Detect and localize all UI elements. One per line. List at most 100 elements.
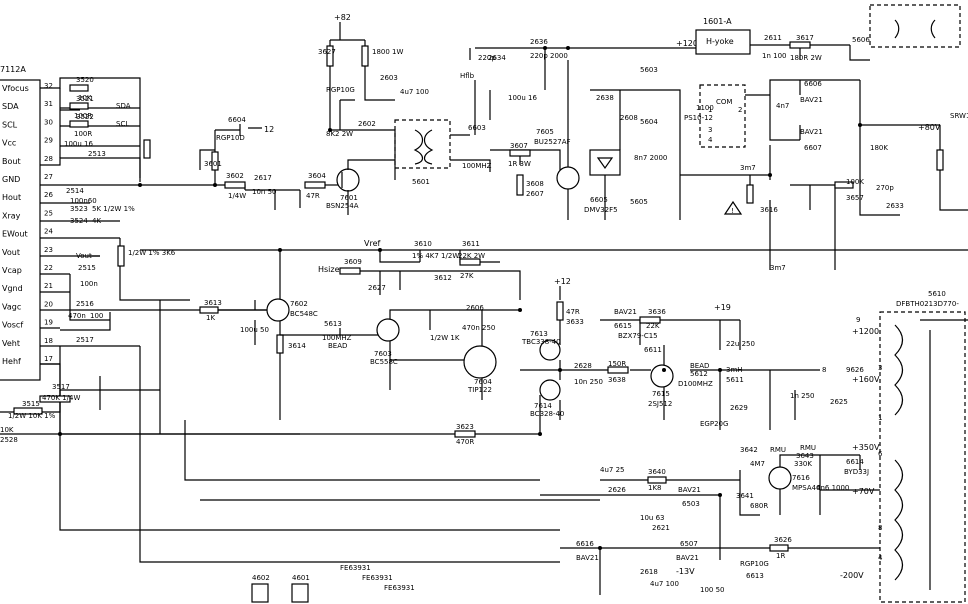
r3627 [326,45,334,67]
ic-pin-name: Vcap [2,266,22,275]
d6606-ref: 6606 [804,80,822,88]
c2617-ref: 2617 [254,174,272,182]
t7605-val: BU2527AF [534,138,571,146]
d6507-ref: 6507 [680,540,698,548]
net-scl: SCL [116,120,129,128]
r3633-ref: 3633 [566,318,584,326]
r3522-val: 100R [74,130,92,138]
r3616 [746,184,754,204]
d6604-val: RGP10D [216,134,245,142]
c2633-ref: 2633 [886,202,904,210]
c2514-ref: 2514 [66,187,84,195]
d6614-val: BYD33J [844,468,869,476]
c5604-ref: 5604 [640,118,658,126]
warning-triangle-icon [723,200,743,215]
c2621-ref: 2621 [652,524,670,532]
r3657-ref: 3657 [846,194,864,202]
r3644-val: 680R [750,502,768,510]
r3612-ref: 3612 [434,274,452,282]
ic-pin-name: Xray [2,211,21,220]
t7603-val: BC558C [370,358,398,366]
r3524-ref: 3524 [70,217,88,225]
r3628-val: 1/2W 1% 3K6 [128,249,176,257]
c5606-ref: 5606 [852,36,870,44]
ic-pin-number: 21 [44,282,53,290]
r3522 [69,120,89,128]
conn-4602 [251,583,269,603]
r3617-ref: 3617 [796,34,814,42]
ps1100-outline [699,84,746,148]
c2621-val: 10u 63 [640,514,664,522]
r3623-ref: 3623 [456,423,474,431]
lower-section: 3642 4M7 RMU RMU 3643 330K 7616 MPSA44 +… [251,443,880,603]
r9626-ref: 9626 [846,366,864,374]
c2609-val: 22u 250 [726,340,755,348]
c3600-val: 8K2 2W [326,130,353,138]
fe-c-val: FE63931 [384,584,415,592]
c2630-val: 270p [876,184,894,192]
r3517 [39,395,71,403]
r3607-ref: 3607 [510,142,528,150]
r3515 [13,407,43,415]
svg-text:!: ! [731,207,734,215]
r3523-val: 5K 1/2W 1% [92,205,135,213]
r3602-val: 1/4W [228,192,246,200]
r3610-ref: 3610 [414,240,432,248]
t5601-outline [394,119,451,169]
t7613-ref: 7613 [530,330,548,338]
r3608 [516,174,524,196]
c2630b-val: 100 50 [700,586,725,594]
c2628-val: 10n 250 [574,378,603,386]
r3600-b-val: 3m7 [770,264,786,272]
r3655-val: 180K [870,144,888,152]
c2600-val: 220p [478,54,496,62]
conn4602-ref: 4602 [252,574,270,582]
supply-plus70: +70V [852,487,875,496]
r2528-val: 10K [0,426,14,434]
r3638-ref: 3638 [608,376,626,384]
ps-pin-4: 4 [708,136,713,144]
c2629-ref: 2629 [730,404,748,412]
c2516-val: 470n [68,312,86,320]
t7603-ref: 7603 [374,350,392,358]
junction-dots [58,46,862,550]
c2626-val: 4u7 25 [600,466,624,474]
c2634-ref: 2634 [488,54,506,62]
r3623-val: 470R [456,438,474,446]
l5613-ref: BEAD [328,342,347,350]
r3642-val: 4M7 [750,460,765,468]
t7615-val: 2SJ512 [648,400,672,408]
t5610-outline [879,311,966,603]
supply-plus19: +19 [714,303,731,312]
ic-pin-number: 30 [44,118,53,126]
ic-main-part-label: 7112A [0,65,26,74]
c2513-ref: 2513 [88,150,106,158]
r3610-val: 1% 4K7 1/2W [412,252,459,260]
ic-pin-number: 19 [44,319,53,327]
t7603-body [376,318,400,342]
t5610-pin-8: 8 [878,524,882,532]
r3636-val: 22K [646,322,660,330]
r3601-ref: 3601 [204,160,222,168]
srw-ref: SRW1 [950,112,968,120]
c2611-val: 1n 100 [762,52,786,60]
r3523-ref: 3523 [70,205,88,213]
t7614-body [539,379,561,401]
r3629 [361,45,369,67]
r3522-ref: 3522 [76,113,94,121]
r3616-ref: 3616 [760,206,778,214]
t5610-pin-4: 4 [878,554,883,562]
ic-pin-number: 28 [44,155,53,163]
ps1100-val: PS10-12 [684,114,713,122]
ic-pin-number: 27 [44,173,53,181]
c2632-val: 100u 16 [508,94,537,102]
r3521-ref: 3521 [76,95,94,103]
ic-pin-name: Vout [2,248,20,257]
ic-resistors: 3520 10K 3521 100R 3522 100R SDA SCL 100… [0,76,176,444]
t7615-body [650,364,674,388]
l5612-ref: 5612 [690,370,708,378]
r3623 [454,430,476,438]
